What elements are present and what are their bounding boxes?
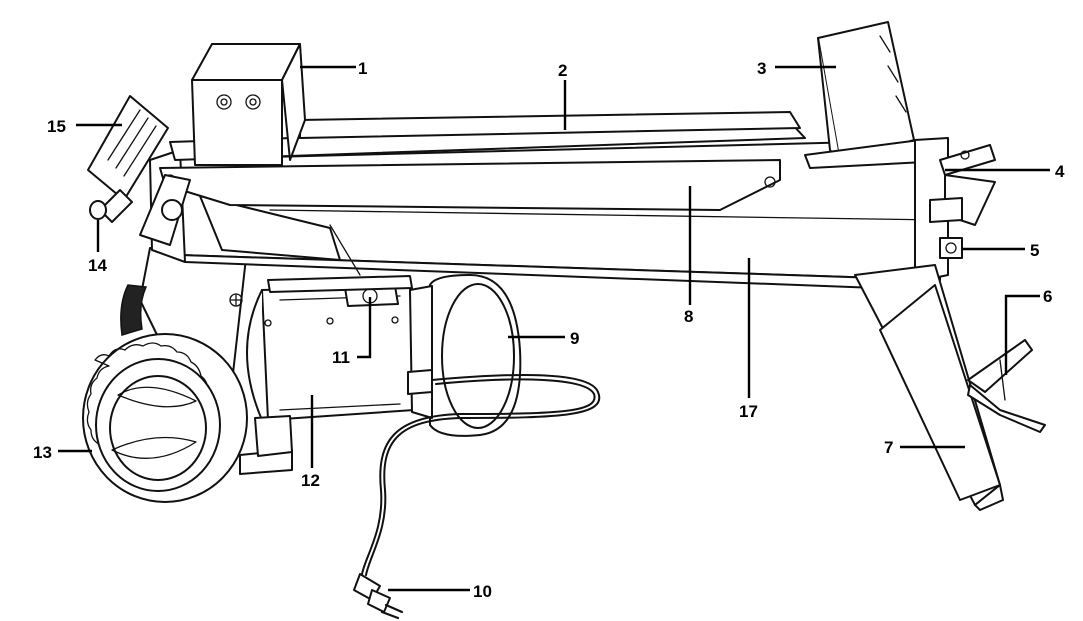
callout-12: 12	[301, 471, 320, 490]
callout-3: 3	[757, 59, 766, 78]
callout-5: 5	[1030, 241, 1039, 260]
right-leg	[854, 264, 1004, 511]
wheel	[82, 284, 248, 503]
leg-handle	[967, 339, 1046, 433]
leader-11	[357, 297, 372, 359]
callout-10: 10	[473, 582, 492, 601]
callout-4: 4	[1055, 162, 1065, 181]
callout-9: 9	[570, 329, 579, 348]
callout-15: 15	[47, 117, 66, 136]
top-rail	[159, 111, 806, 211]
right-end-block	[914, 137, 996, 283]
splitting-wedge	[804, 21, 926, 169]
leader-lines	[58, 65, 1050, 592]
callout-14: 14	[88, 256, 107, 275]
callout-8: 8	[684, 307, 693, 326]
callout-2: 2	[558, 61, 567, 80]
callout-1: 1	[358, 59, 367, 78]
callout-17: 17	[739, 402, 758, 421]
push-plate	[191, 43, 306, 166]
power-cord	[353, 374, 601, 620]
motor	[239, 274, 522, 475]
callout-11: 11	[332, 348, 350, 367]
callout-7: 7	[884, 438, 893, 457]
callout-labels: 1 2 3 4 5 6 7 8 9 10 11 12 13 14 15 17	[33, 59, 1065, 601]
leader-6	[1004, 294, 1040, 375]
control-lever	[87, 95, 191, 246]
callout-6: 6	[1043, 287, 1052, 306]
callout-13: 13	[33, 443, 52, 462]
